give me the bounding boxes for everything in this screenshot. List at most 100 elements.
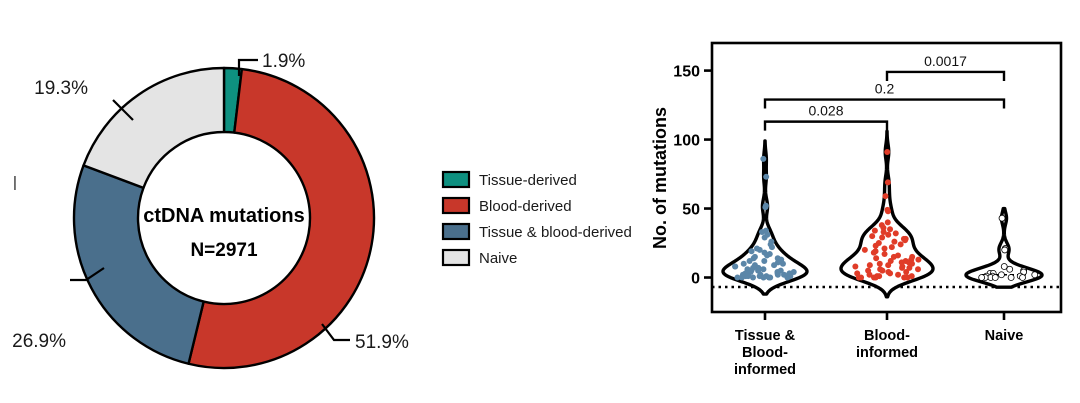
data-point-1-8	[887, 226, 894, 233]
data-point-1-5	[884, 219, 891, 226]
data-point-1-45	[899, 264, 906, 271]
data-point-0-0	[760, 155, 767, 162]
category-label-2-line-0: Naive	[985, 328, 1024, 344]
violin-plot-svg: 0 50 100 150 No. of mutations Tissue &Blood…	[650, 41, 1063, 378]
data-point-0-24	[779, 260, 786, 267]
data-point-1-29	[890, 253, 897, 260]
data-point-0-27	[771, 262, 778, 269]
donut-chart-panel: | 1.9% 19.3% 26.9% 51.9% ctDNA mutations…	[12, 51, 632, 370]
data-point-0-29	[732, 263, 739, 270]
donut-slice-blood-derived	[187, 67, 376, 370]
data-point-1-9	[871, 227, 878, 234]
leader-line-naive	[112, 99, 134, 121]
data-point-0-54	[750, 274, 757, 281]
legend-swatch-1	[441, 196, 471, 215]
data-point-2-4	[1006, 265, 1014, 273]
data-point-1-38	[876, 260, 883, 267]
data-point-2-18	[978, 274, 986, 281]
data-point-1-31	[873, 255, 880, 262]
data-point-0-57	[734, 274, 741, 281]
x-axis-ticks	[763, 312, 1006, 320]
pvalue-label-0: 0.028	[808, 103, 843, 119]
violin-body-0	[721, 139, 809, 296]
data-point-0-25	[740, 260, 747, 267]
data-point-1-54	[895, 271, 902, 278]
data-point-1-20	[897, 241, 904, 248]
data-point-1-26	[870, 249, 877, 256]
data-point-2-10	[1031, 271, 1039, 279]
bracket-2	[885, 70, 1006, 81]
data-point-1-64	[858, 274, 865, 281]
data-point-0-10	[768, 244, 775, 251]
category-label-0-line-1: Blood-	[742, 345, 788, 361]
data-point-1-49	[879, 267, 886, 274]
data-point-2-3	[1000, 263, 1008, 270]
data-point-2-2	[1001, 246, 1009, 254]
data-point-1-41	[866, 262, 873, 269]
donut-chart-svg: | 1.9% 19.3% 26.9% 51.9% ctDNA mutations…	[12, 51, 632, 370]
data-point-0-12	[756, 246, 763, 253]
pct-label-blood: 51.9%	[355, 332, 409, 353]
y-tick-label-0: 0	[691, 271, 700, 288]
legend-swatch-0	[441, 170, 471, 189]
legend-label-2: Tissue & blood-derived	[479, 224, 632, 241]
data-point-1-46	[915, 266, 922, 273]
legend-swatch-3	[441, 248, 471, 267]
y-tick-label-150: 150	[673, 64, 700, 81]
data-point-1-43	[852, 263, 859, 270]
data-point-1-13	[869, 233, 876, 240]
data-point-1-4	[884, 208, 891, 215]
leader-line-blood	[321, 323, 350, 342]
donut-slice-naive	[82, 66, 226, 190]
pvalue-label-1: 0.2	[875, 81, 895, 97]
legend-swatch-2	[441, 222, 471, 241]
pvalue-label-2: 0.0017	[924, 53, 967, 69]
y-tick-label-50: 50	[682, 202, 700, 219]
category-label-0-line-0: Tissue &	[735, 328, 796, 344]
x-axis-category-labels: Tissue &Blood-informedBlood-informedNaiv…	[734, 328, 1023, 378]
data-point-1-17	[902, 237, 909, 244]
data-point-0-53	[760, 274, 767, 281]
data-point-1-1	[884, 179, 891, 186]
data-point-1-21	[872, 242, 879, 249]
data-point-0-7	[761, 234, 768, 241]
data-point-2-16	[991, 274, 999, 281]
data-point-1-0	[884, 148, 891, 155]
data-point-1-32	[915, 256, 922, 263]
data-point-0-13	[748, 248, 755, 255]
legend-label-1: Blood-derived	[479, 198, 572, 215]
bracket-0	[763, 120, 889, 131]
donut-leader-lines	[70, 58, 350, 342]
data-point-1-55	[866, 271, 873, 278]
data-point-0-44	[774, 271, 781, 278]
data-point-0-21	[761, 257, 768, 264]
data-point-1-53	[887, 270, 894, 277]
leader-line-tissue	[237, 58, 258, 76]
violin-plot-panel: 0 50 100 150 No. of mutations Tissue &Blood…	[640, 0, 1080, 403]
data-point-0-59	[767, 274, 774, 281]
data-point-0-33	[760, 266, 767, 273]
donut-slice-tissue-and-blood-derived	[72, 164, 205, 365]
y-axis-title: No. of mutations	[650, 107, 670, 249]
significance-brackets: 0.028 0.2 0.0017	[763, 53, 1006, 131]
data-point-0-1	[763, 173, 770, 180]
data-point-1-18	[891, 238, 898, 245]
leader-line-both	[70, 267, 105, 282]
legend-label-0: Tissue-derived	[479, 172, 577, 189]
data-point-1-40	[885, 262, 892, 269]
data-point-1-11	[892, 230, 899, 237]
violin-shapes	[721, 129, 1044, 299]
data-point-1-62	[870, 274, 877, 281]
data-point-1-10	[880, 228, 887, 235]
pct-label-tissue: 1.9%	[262, 51, 305, 72]
legend-label-3: Naive	[479, 250, 517, 267]
data-point-2-9	[998, 271, 1005, 279]
data-point-0-22	[746, 257, 753, 264]
pct-label-both: 26.9%	[12, 331, 66, 352]
data-point-1-14	[879, 234, 886, 241]
y-tick-label-100: 100	[673, 133, 700, 150]
data-point-1-44	[906, 264, 913, 271]
donut-center-subtitle: N=2971	[190, 240, 258, 261]
